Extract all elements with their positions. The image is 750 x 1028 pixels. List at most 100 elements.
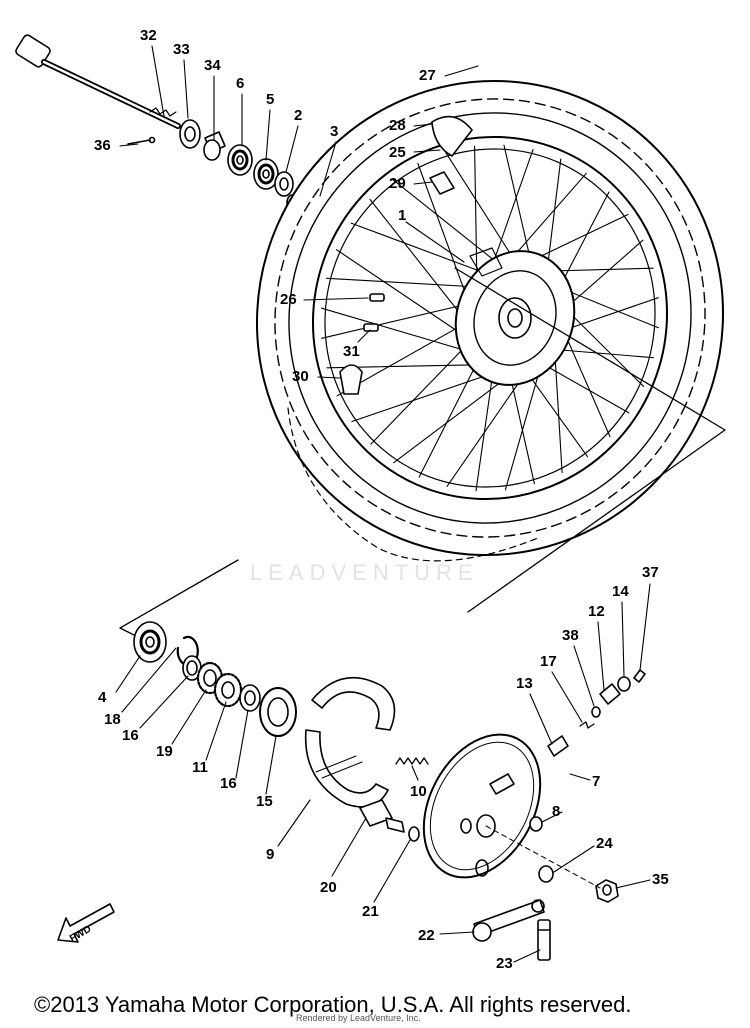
copyright-footer: ©2013 Yamaha Motor Corporation, U.S.A. A… [34,992,632,1017]
brake-centerline [485,825,601,889]
leader-line [183,59,189,119]
callout-14: 14 [612,583,629,600]
leader-line [151,45,165,117]
callout-13: 13 [516,675,533,692]
leader-line [569,773,591,781]
callout-4: 4 [98,689,107,706]
leader-line [115,655,141,693]
callout-33: 33 [173,41,190,58]
spoke [391,178,510,274]
leader-line [413,149,441,153]
callout-7: 7 [592,773,601,790]
leader-line [553,845,595,873]
leader-line [411,765,419,781]
nipple-26 [369,293,385,302]
leader-line [265,109,271,161]
collar-34 [203,131,226,161]
spacer-2 [274,171,294,197]
brake-cam-20 [359,799,405,833]
callout-28: 28 [389,117,406,134]
wheel-hub-1 [454,247,576,386]
leader-line [285,125,299,173]
rim-lock-30 [339,364,363,395]
callout-29: 29 [389,175,406,192]
leader-line [139,675,189,729]
washer-24 [538,865,554,883]
spoke-31 [363,323,379,332]
callout-25: 25 [389,144,406,161]
leader-line [513,949,541,963]
callout-30: 30 [292,368,309,385]
brake-shoe-plate-7 [422,733,542,879]
callout-34: 34 [204,57,221,74]
leader-line [319,141,337,197]
bushing-12 [599,683,621,705]
callout-12: 12 [588,603,605,620]
leader-line [277,799,311,847]
gear-11 [213,672,243,708]
leader-line [265,735,277,795]
leader-line [615,879,651,889]
leader-line [573,645,595,707]
callout-10: 10 [410,783,427,800]
spoke [350,222,498,279]
callout-15: 15 [256,793,273,810]
rim-band-25 [431,115,473,157]
callout-16b: 16 [220,775,237,792]
leader-line [331,817,367,877]
render-credit: Rendered by LeadVenture, Inc. [296,1013,421,1023]
bearing-6 [227,144,253,176]
callout-27: 27 [419,67,436,84]
cam-lever-22 [472,899,545,942]
leader-line [529,693,553,745]
callout-2: 2 [294,107,303,124]
callout-11: 11 [192,759,208,776]
nut-35 [595,879,619,903]
fwd-arrow-icon [57,903,115,943]
leader-line [317,376,341,379]
callout-22: 22 [418,927,435,944]
tire-lower-tread [287,407,539,562]
bolt-8 [529,816,543,832]
callout-5: 5 [266,91,275,108]
spoke [326,277,488,289]
leader-line [439,931,475,935]
leader-line [373,839,411,903]
callout-26: 26 [280,291,297,308]
leader-line [551,671,583,723]
leader-line [444,65,479,77]
callout-17: 17 [540,653,557,670]
seal-33 [179,119,201,149]
callout-32: 32 [140,27,157,44]
spoke [321,300,481,339]
washer-38 [591,706,601,718]
callout-3: 3 [330,123,339,140]
seal-14 [617,676,631,692]
watermark: LEADVENTURE [250,560,479,585]
leader-line [541,811,563,823]
gear-13 [547,735,569,757]
spring-10 [395,757,429,765]
callout-8: 8 [552,803,561,820]
callout-23: 23 [496,955,513,972]
callout-16a: 16 [122,727,139,744]
callout-31: 31 [343,343,360,360]
callout-21: 21 [362,903,379,920]
bearing-4 [133,621,167,663]
leader-lines [115,45,651,963]
leader-line [205,701,227,761]
leader-line [119,143,139,147]
leader-line [413,123,433,127]
leader-line [303,297,369,301]
callout-19: 19 [156,743,173,760]
valve-stem-29 [429,171,455,195]
callout-38: 38 [562,627,579,644]
brake-shoes-9 [304,676,396,808]
callout-24: 24 [596,835,613,852]
cotter-pin-36 [127,136,156,145]
washer-16a [182,655,202,681]
leader-line [357,329,371,343]
leader-line [121,647,177,713]
callout-9: 9 [266,846,275,863]
